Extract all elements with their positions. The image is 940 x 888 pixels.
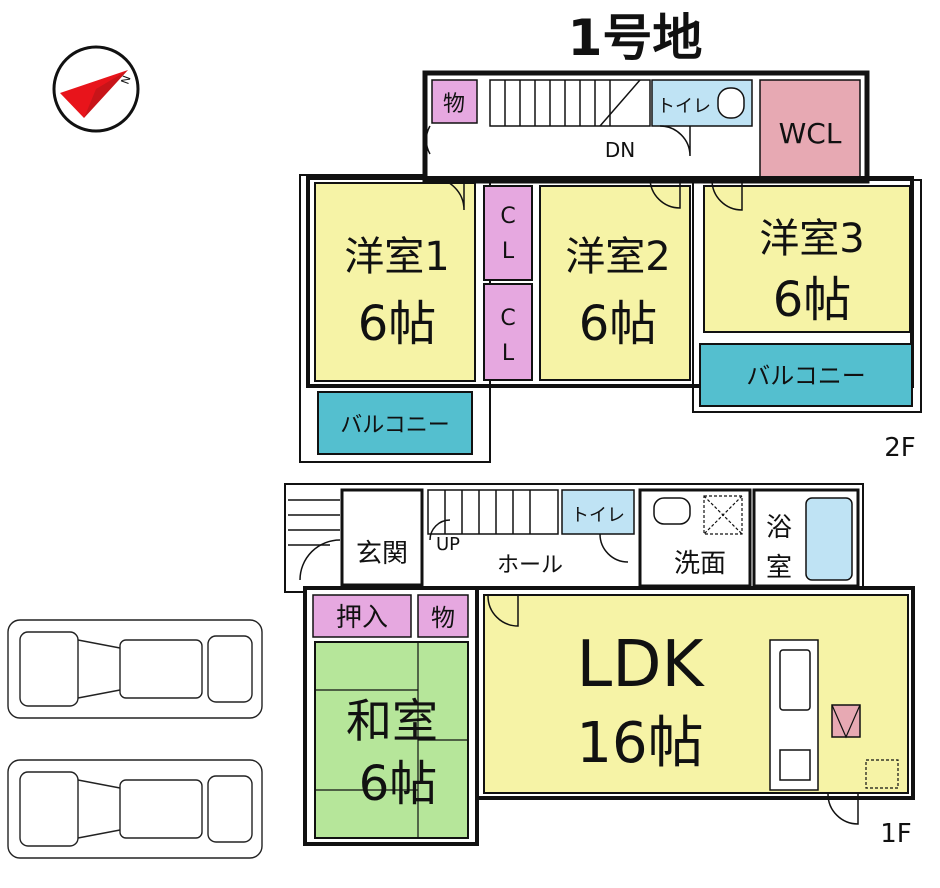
ldk-name: LDK [577, 628, 706, 702]
wcl-label: WCL [779, 117, 842, 150]
bedroom-2-name: 洋室2 [565, 234, 670, 280]
toilet-2f-label: トイレ [657, 96, 711, 117]
parking-car-1-icon [7, 619, 263, 719]
balcony-right [699, 343, 913, 407]
refrigerator-icon [831, 704, 861, 738]
hall-label: ホール [497, 553, 563, 578]
closet-2-letter-l: L [502, 341, 515, 366]
bathtub-icon [805, 497, 853, 581]
bedroom-1 [314, 182, 476, 382]
bedroom-3-size: 6帖 [773, 272, 852, 328]
balcony-right-label: バルコニー [746, 362, 866, 390]
bedroom-2-size: 6帖 [579, 296, 658, 352]
balcony-left-label: バルコニー [340, 413, 450, 438]
compass-icon: N [52, 45, 140, 133]
bath-label-1: 浴 [766, 513, 792, 543]
cabinet-icon [865, 759, 899, 789]
storage-label: 物 [443, 92, 465, 117]
staircase-2f [489, 79, 651, 127]
storage-1f [417, 594, 469, 638]
toilet-1f [561, 489, 635, 535]
oshiire-closet [312, 594, 412, 638]
staircase-1f [427, 489, 559, 541]
closet-1-letter-c: C [500, 204, 515, 229]
entry-steps [288, 499, 341, 581]
bedroom-3-name: 洋室3 [759, 216, 864, 262]
toilet-bowl-icon [717, 87, 745, 119]
door-swings-2f [425, 125, 743, 211]
bedroom-1-size: 6帖 [358, 296, 437, 352]
plan-title: 1号地 [568, 9, 703, 67]
parking-car-2-icon [7, 759, 263, 859]
toilet-1f-label: トイレ [571, 505, 625, 526]
storage-room [431, 79, 478, 124]
walk-in-closet [759, 79, 861, 179]
floor-1: 玄関 UP ホール トイレ 洗面 浴 室 押入 物 [284, 483, 915, 849]
closet-2-letter-c: C [500, 306, 515, 331]
entrance-label: 玄関 [356, 539, 408, 569]
storage-1f-label: 物 [431, 604, 455, 632]
balcony-left [317, 391, 473, 455]
japanese-room-size: 6帖 [359, 756, 438, 812]
stairs-up-label: UP [436, 534, 460, 555]
ldk-size: 16帖 [576, 711, 703, 776]
sink-icon [653, 497, 691, 525]
bedroom-1-name: 洋室1 [344, 234, 449, 280]
floor-2f-label: 2F [884, 433, 916, 463]
closet-1-letter-l: L [502, 239, 515, 264]
floor-2: 物 DN トイレ WCL 洋室1 6帖 C L C L 洋室2 [299, 70, 922, 463]
closet-1 [483, 185, 533, 281]
door-swings-1f [487, 533, 859, 825]
oshiire-label: 押入 [336, 603, 388, 633]
japanese-room-name: 和室 [346, 694, 438, 748]
washing-machine-icon [703, 495, 743, 535]
bath-label-2: 室 [766, 553, 792, 583]
stairs-dn-label: DN [605, 138, 635, 162]
closet-2 [483, 283, 533, 381]
kitchen-counter [769, 639, 819, 791]
ldk-room [483, 594, 909, 794]
bedroom-2 [539, 185, 691, 381]
washroom-label: 洗面 [674, 549, 726, 579]
entrance [340, 488, 424, 587]
tatami-lines [315, 642, 468, 838]
floor-1f-label: 1F [880, 819, 912, 849]
